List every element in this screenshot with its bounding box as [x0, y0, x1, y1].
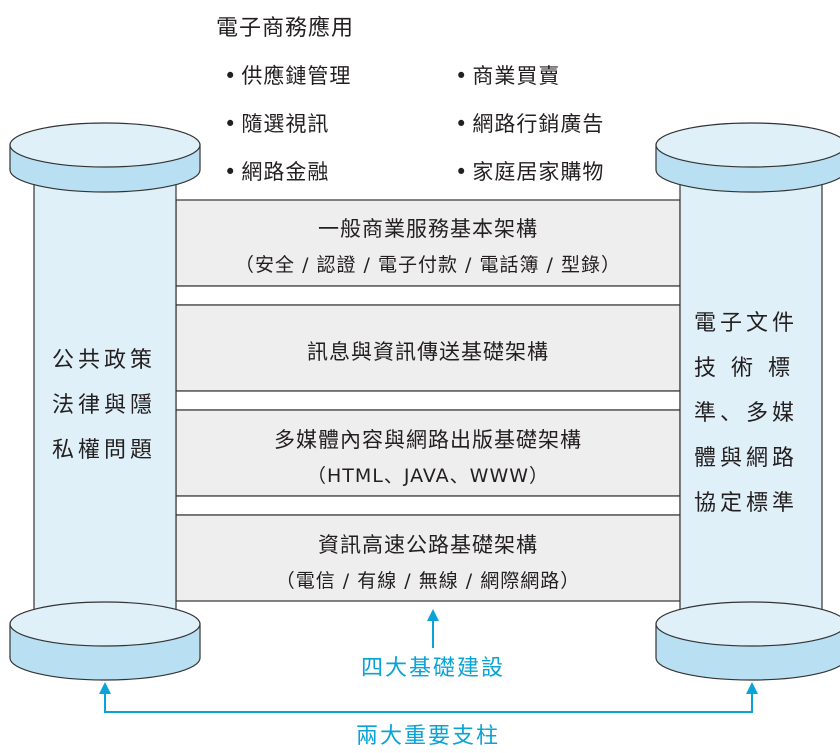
- layer-gap-1: [175, 285, 681, 306]
- layer-band-1: [175, 199, 681, 287]
- layer-4-subtitle: （電信 / 有線 / 無線 / 網際網路）: [275, 570, 581, 592]
- layer-band-3: [175, 409, 681, 497]
- layer-gap-3: [175, 495, 681, 516]
- left-pillar-text: 公共政策 法律與隱 私權問題: [52, 348, 157, 463]
- app-item: •商業買賣: [455, 64, 561, 88]
- layer-gap-2: [175, 390, 681, 411]
- app-item: •家庭居家購物: [455, 160, 605, 184]
- layer-3-title: 多媒體內容與網路出版基礎架構: [274, 428, 582, 452]
- infrastructure-arrow: [427, 609, 439, 648]
- pillars-bracket-arrow: [99, 682, 758, 713]
- layer-4-title: 資訊高速公路基礎架構: [318, 533, 538, 557]
- right-pillar-text: 電子文件 技 術 標 準、多媒 體與網路 協定標準: [694, 311, 799, 516]
- layer-1-title: 一般商業服務基本架構: [318, 217, 538, 241]
- layer-1-subtitle: （安全 / 認證 / 電子付款 / 電話簿 / 型錄）: [235, 254, 621, 276]
- app-item: •網路行銷廣告: [455, 112, 605, 136]
- app-item: •隨選視訊: [224, 112, 330, 136]
- layer-band-4: [175, 514, 681, 602]
- apps-title: 電子商務應用: [216, 16, 355, 41]
- layer-3-subtitle: （HTML、JAVA、WWW）: [306, 465, 550, 487]
- layer-band-2: [175, 304, 681, 392]
- two-pillars-label: 兩大重要支柱: [355, 724, 500, 749]
- layer-2-title: 訊息與資訊傳送基礎架構: [307, 340, 549, 364]
- right-pillar: [655, 122, 840, 681]
- four-infrastructures-label: 四大基礎建設: [360, 656, 505, 681]
- app-item: •網路金融: [224, 160, 330, 184]
- left-pillar: [9, 122, 201, 681]
- app-item: •供應鏈管理: [224, 64, 352, 88]
